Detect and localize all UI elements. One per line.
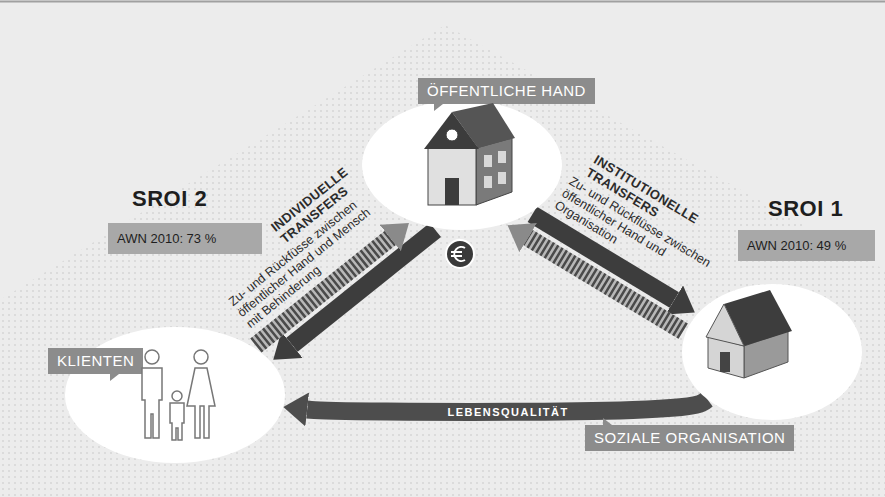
sroi-heading: SROI 2 [100,186,270,212]
transfer-arrow [528,238,683,332]
house-front [708,336,744,378]
sroi-value: AWN 2010: 73 % [108,223,262,254]
quality-arrow [307,399,707,411]
child-body [170,403,184,440]
house-gable [706,304,744,346]
organisation-house-icon [706,290,792,378]
building-front [428,148,476,205]
client-node: KLIENTEN [65,327,285,463]
building-roof [452,103,515,148]
building-window [498,172,506,184]
transfer-heading: INDIVIDUELLE TRANSFERS [268,153,374,246]
arrow-band [307,399,707,411]
arrow-band [292,230,435,345]
sroi-box: SROI 1 AWN 2010: 49 % [735,196,880,261]
person-head [145,350,159,364]
euro-symbol [451,247,465,261]
building-window [498,151,506,163]
house-side [744,331,788,378]
organisation-node: SOZIALE ORGANISATION [682,284,862,420]
institution-node: ÖFFENTLICHE HAND [362,100,562,230]
transfer-arrow [292,230,435,345]
building-window [484,155,492,167]
house-door [720,352,730,372]
euro-coin [446,240,474,268]
house-roof [724,290,792,346]
sroi-heading: SROI 1 [735,196,880,222]
building-window [484,176,492,188]
town-hall-icon [424,103,515,205]
sroi-box: SROI 2 AWN 2010: 73 % [100,186,270,254]
child-head [172,391,182,401]
transfer-heading: INSTITUTIONELLE TRANSFERS [584,152,713,246]
building-gable [424,112,479,149]
arrow-hatching [256,238,390,346]
arrow-hatching [528,238,683,332]
building-side [476,138,512,205]
person-body [187,368,215,438]
top-rule [0,1,885,3]
coin-body [446,240,474,268]
building-door [445,178,459,205]
sroi-value: AWN 2010: 49 % [738,230,875,261]
ellipse-fill [362,100,562,230]
dotted-field [0,25,885,497]
person-head [194,350,208,364]
ellipse-outline [362,100,562,230]
person-body [142,368,162,438]
people-icon [142,350,215,440]
ellipse-fill [682,284,862,420]
arrow-band [528,238,683,332]
node-tag: ÖFFENTLICHE HAND [418,78,595,104]
transfer-arrow [256,238,390,346]
arrow-band [256,238,390,346]
node-tag: SOZIALE ORGANISATION [585,425,794,451]
building-clock [446,129,458,141]
node-tag: KLIENTEN [48,348,143,374]
ellipse-outline [682,284,862,420]
